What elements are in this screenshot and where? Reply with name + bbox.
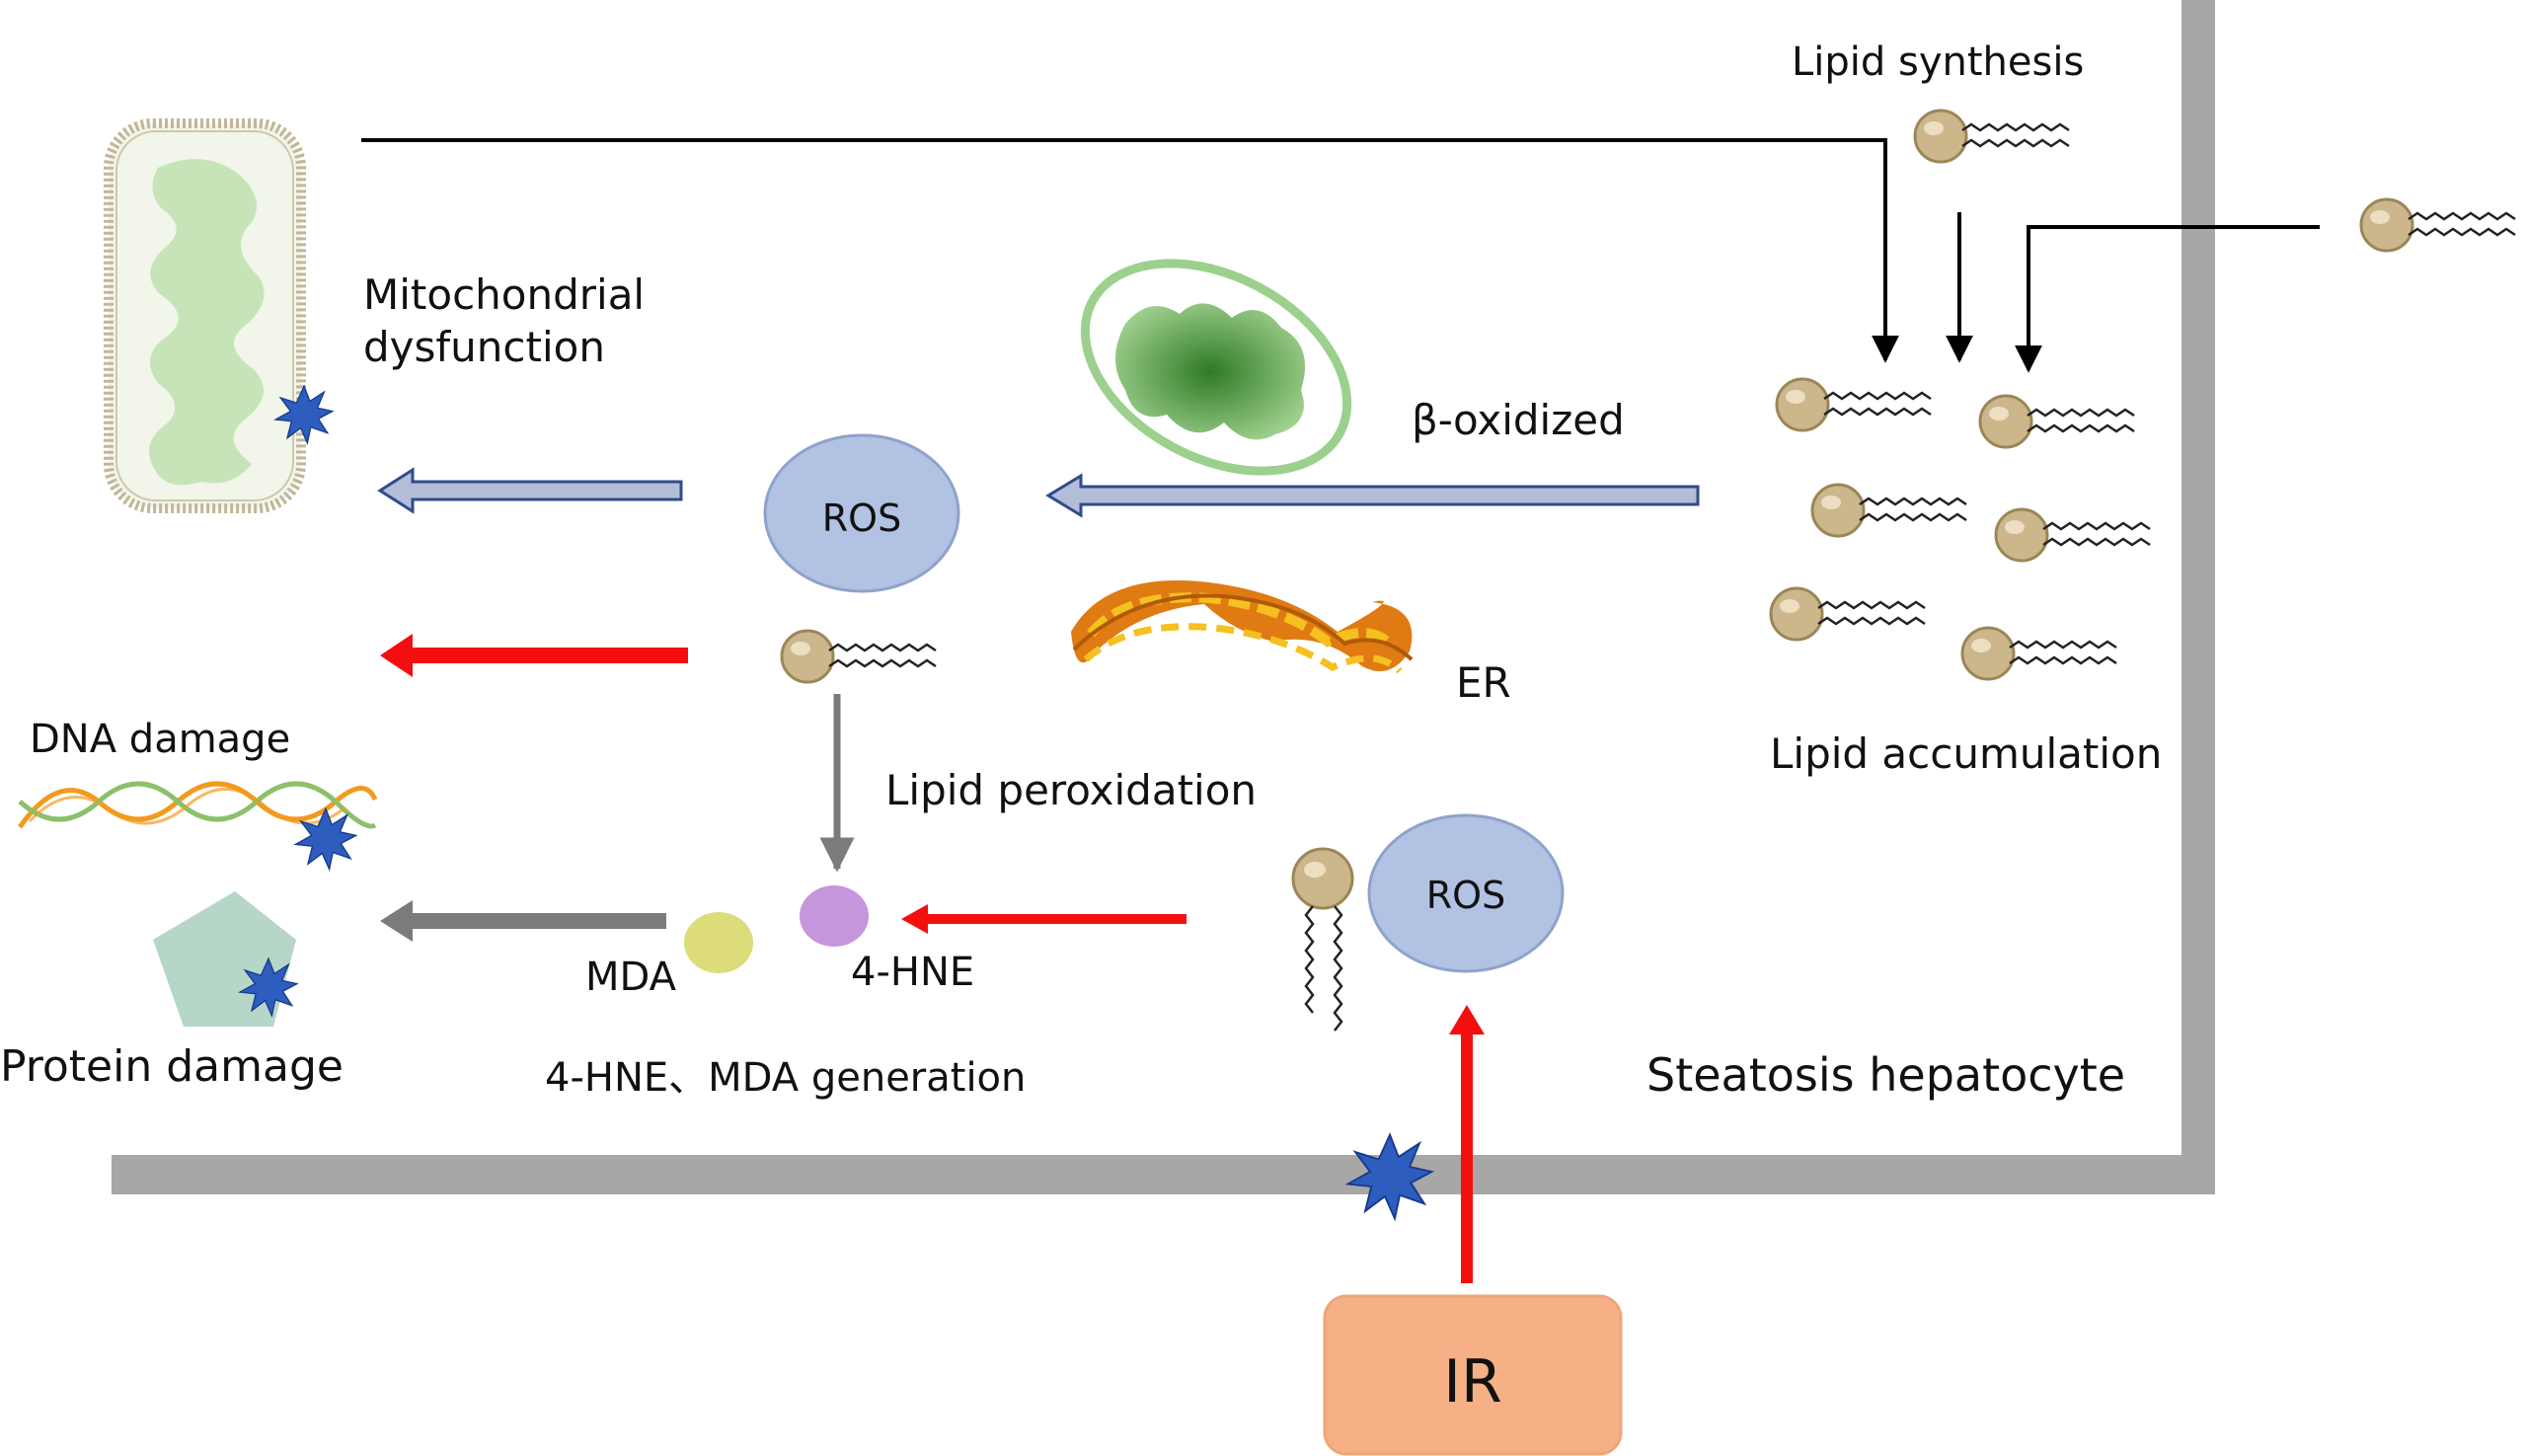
ros-lower-label: ROS	[1426, 874, 1505, 917]
lipid-icon-peroxidation	[780, 629, 938, 684]
ros-upper-bubble	[763, 433, 960, 593]
lipid-icon	[1775, 377, 1933, 432]
lipid-synthesis-label: Lipid synthesis	[1792, 39, 2084, 85]
ros-to-mito-arrow	[377, 467, 683, 514]
lipid-icon	[1994, 507, 2152, 563]
lipid-accumulation-label: Lipid accumulation	[1770, 729, 2162, 778]
red-arrow-to-hne	[901, 904, 1186, 934]
hne-label: 4-HNE	[851, 950, 974, 995]
generation-label: 4-HNE、MDA generation	[545, 1055, 1026, 1101]
lipid-icon	[1978, 394, 2136, 449]
lipid-icon-external	[2359, 197, 2517, 253]
ir-label: IR	[1443, 1347, 1501, 1417]
connector-mito-to-lipids	[361, 138, 1899, 363]
mda-bubble	[684, 912, 753, 973]
beta-oxidized-label: β-oxidized	[1412, 396, 1625, 444]
pentagon-protein-icon	[153, 891, 296, 1027]
protein-damage-label: Protein damage	[0, 1041, 344, 1092]
hne-bubble	[800, 885, 869, 947]
er-label: ER	[1456, 658, 1511, 707]
lipid-icon	[1810, 483, 1968, 538]
mitochondrion-icon	[1080, 259, 1352, 476]
mda-label: MDA	[585, 955, 677, 1000]
membrane-damage-star-icon	[1346, 1133, 1433, 1220]
dna-damage-label: DNA damage	[30, 717, 290, 762]
ros-upper-label: ROS	[822, 497, 901, 540]
red-arrow-to-dna	[380, 634, 688, 677]
lipid-icon-synthesis	[1913, 109, 2071, 164]
lipid-accumulation-cluster	[1769, 377, 2152, 681]
lipid-peroxidation-label: Lipid peroxidation	[885, 766, 1257, 814]
dna-helix-icon	[17, 781, 378, 829]
ir-box	[1323, 1294, 1623, 1456]
cell-membrane	[112, 0, 2215, 1194]
connector-external-lipid	[2015, 225, 2320, 373]
lipid-icon	[1960, 626, 2118, 681]
mitochondrial-dysfunction-label-2: dysfunction	[363, 323, 605, 371]
lipid-icon-vertical	[1291, 847, 1354, 1033]
red-arrow-ir-to-ros	[1449, 1005, 1485, 1283]
lipid-icon	[1769, 586, 1927, 642]
endoplasmic-reticulum-icon	[1071, 580, 1414, 674]
mda-to-protein-arrow	[380, 900, 666, 942]
ros-lower-bubble	[1367, 813, 1565, 973]
steatosis-hepatocyte-label: Steatosis hepatocyte	[1646, 1048, 2125, 1102]
beta-oxidation-arrow	[1045, 473, 1700, 518]
mitochondrial-dysfunction-label-1: Mitochondrial	[363, 270, 645, 319]
damaged-cell-icon	[104, 118, 334, 513]
